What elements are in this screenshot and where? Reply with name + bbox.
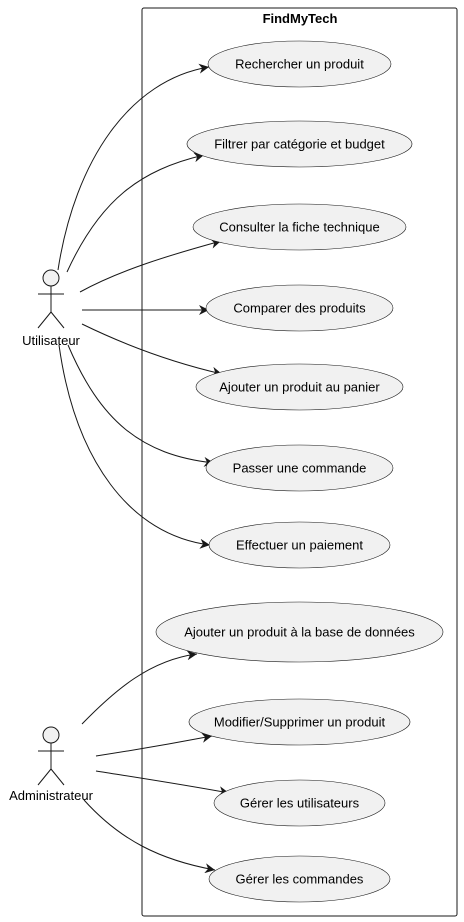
use-case-manage-users-label: Gérer les utilisateurs [240,796,360,811]
assoc-user-pay [58,344,211,549]
use-case-add-to-cart-label: Ajouter un produit au panier [219,380,380,395]
use-case-edit-delete-product-label: Modifier/Supprimer un produit [214,715,386,730]
use-case-add-product-db: Ajouter un produit à la base de données [155,601,444,663]
use-case-manage-orders: Gérer les commandes [208,855,391,903]
assoc-admin-edit-delete [95,732,213,757]
assoc-user-search [57,63,210,271]
use-case-search-label: Rechercher un produit [235,57,364,72]
actor-administrateur [37,726,65,786]
use-case-manage-users: Gérer les utilisateurs [213,779,386,827]
assoc-user-add-to-cart [81,323,223,377]
actor-utilisateur-left-leg [37,311,52,329]
use-case-edit-delete-product: Modifier/Supprimer un produit [188,698,411,746]
use-case-manage-orders-label: Gérer les commandes [236,872,364,887]
user-associations [57,63,223,549]
use-case-add-to-cart: Ajouter un produit au panier [195,363,404,411]
assoc-user-spec-sheet [79,238,222,293]
actor-administrateur-head [42,726,60,744]
system-title: FindMyTech [263,11,338,26]
actor-utilisateur-head [42,269,60,287]
use-case-compare: Comparer des produits [205,284,394,332]
actor-administrateur-left-leg [37,768,52,786]
actor-utilisateur-label: Utilisateur [22,333,80,348]
actor-utilisateur-right-leg [50,311,65,329]
use-case-spec-sheet-label: Consulter la fiche technique [219,220,379,235]
use-case-place-order-label: Passer une commande [233,461,367,476]
use-case-pay-label: Effectuer un paiement [236,538,363,553]
assoc-admin-manage-orders [83,799,216,874]
use-case-pay: Effectuer un paiement [208,521,391,569]
use-case-place-order: Passer une commande [205,444,394,492]
use-case-add-product-db-label: Ajouter un produit à la base de données [184,625,415,640]
admin-associations [81,650,230,874]
assoc-user-filter [66,152,205,273]
assoc-user-place-order [67,344,215,467]
use-case-filter: Filtrer par catégorie et budget [186,120,413,168]
use-case-filter-label: Filtrer par catégorie et budget [214,137,385,152]
use-case-spec-sheet: Consulter la fiche technique [192,203,407,251]
actor-utilisateur [37,269,65,329]
actor-administrateur-label: Administrateur [9,788,93,803]
use-case-search: Rechercher un produit [207,40,392,88]
actor-administrateur-right-leg [50,768,65,786]
assoc-admin-add-product-db [81,650,198,725]
use-case-compare-label: Comparer des produits [233,301,366,316]
assoc-admin-manage-users [95,770,230,797]
